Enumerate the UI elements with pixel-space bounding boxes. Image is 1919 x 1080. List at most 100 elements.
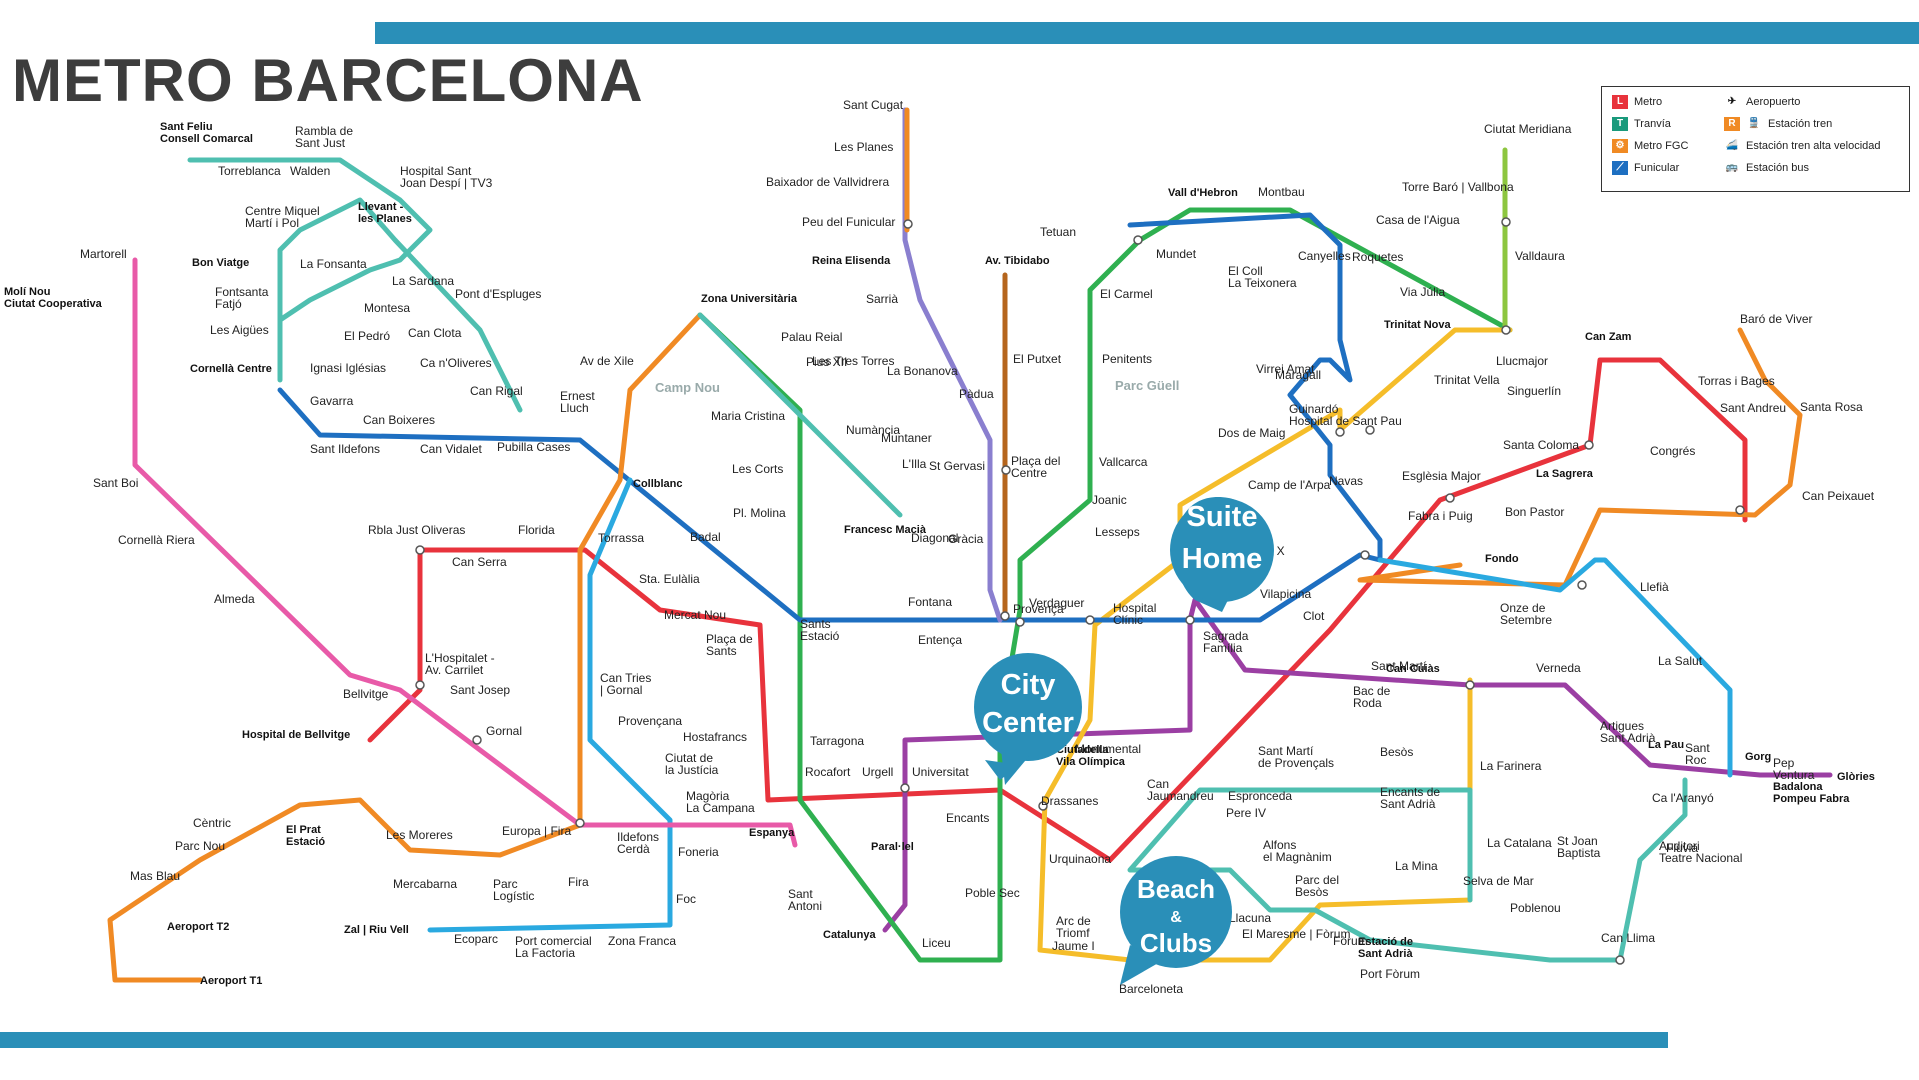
station-label: Reina Elisenda bbox=[812, 255, 891, 267]
station-label: Diagonal bbox=[911, 531, 958, 545]
station-label: La Sardana bbox=[392, 274, 454, 288]
station-label: L'Illa bbox=[902, 457, 927, 471]
station-label: Ca n'Oliveres bbox=[420, 356, 492, 370]
station-label: El Putxet bbox=[1013, 352, 1062, 366]
station-label: Via Júlia bbox=[1400, 285, 1445, 299]
station-label: Sant Martí bbox=[1371, 659, 1427, 673]
pin-city-center-line2: Center bbox=[982, 707, 1074, 739]
station-dot bbox=[1185, 615, 1195, 625]
station-dot bbox=[575, 818, 585, 828]
legend-metro: L Metro bbox=[1612, 95, 1662, 109]
station-label: Florida bbox=[518, 523, 555, 537]
station-label: Pius XII bbox=[806, 355, 847, 369]
station-label: Tarragona bbox=[810, 734, 864, 748]
station-label: El Maresme | Fòrum bbox=[1242, 927, 1350, 941]
station-label: Pàdua bbox=[959, 387, 994, 401]
station-label: Aeroport T1 bbox=[200, 975, 262, 987]
station-label: Poblenou bbox=[1510, 901, 1561, 915]
line-fgc-lilac bbox=[902, 107, 1003, 623]
station-label: Selva de Mar bbox=[1463, 874, 1534, 888]
legend-estacion-tren: R 🚆 Estación tren bbox=[1724, 117, 1832, 131]
station-label: Bellvitge bbox=[343, 687, 389, 701]
station-label: El Carmel bbox=[1100, 287, 1153, 301]
line-l5 bbox=[277, 212, 1383, 623]
station-label: Urquinaona bbox=[1049, 852, 1111, 866]
legend-metro-fgc: ⚙ Metro FGC bbox=[1612, 139, 1688, 153]
station-label: Catalunya bbox=[823, 929, 876, 941]
legend-estacion-bus: 🚌 Estación bus bbox=[1725, 162, 1809, 174]
station-label: Cornellà Centre bbox=[190, 363, 272, 375]
station-label: Trinitat Nova bbox=[1384, 319, 1452, 331]
line-l2 bbox=[882, 597, 1833, 933]
station-label: La Sagrera bbox=[1536, 468, 1594, 480]
station-label: Vilapicina bbox=[1260, 587, 1311, 601]
station-dot bbox=[1085, 615, 1095, 625]
station-label: Zona Franca bbox=[608, 934, 676, 948]
station-label: Virrei Amat bbox=[1256, 362, 1315, 376]
station-label: Can Boixeres bbox=[363, 413, 435, 427]
station-label: Av de Xile bbox=[580, 354, 634, 368]
line-l3 bbox=[697, 207, 1513, 963]
station-label: Numància bbox=[846, 423, 900, 437]
station-label: Liceu bbox=[922, 936, 951, 950]
station-dot bbox=[903, 219, 913, 229]
station-label: Martorell bbox=[80, 247, 127, 261]
metro-swatch-icon: L bbox=[1612, 95, 1628, 109]
station-label: Penitents bbox=[1102, 352, 1152, 366]
station-label: Can Zam bbox=[1585, 331, 1632, 343]
station-label: Valldaura bbox=[1515, 249, 1565, 263]
station-label: Provença bbox=[1013, 602, 1064, 616]
station-label: Hostafrancs bbox=[683, 730, 747, 744]
station-label: Mas Blau bbox=[130, 869, 180, 883]
station-label: Zona Universitària bbox=[701, 293, 798, 305]
rail-swatch-icon: R bbox=[1724, 117, 1740, 131]
station-label: Esglèsia Major bbox=[1402, 469, 1481, 483]
station-dot bbox=[1015, 617, 1025, 627]
train-icon: 🚆 bbox=[1747, 118, 1761, 129]
station-label: Walden bbox=[290, 164, 330, 178]
station-label: Vallcarca bbox=[1099, 455, 1148, 469]
station-label: Can Peixauet bbox=[1802, 489, 1875, 503]
bottom-accent-bar bbox=[0, 1032, 1668, 1048]
station-label: El Pedró bbox=[344, 329, 390, 343]
station-label: Collblanc bbox=[633, 478, 683, 490]
station-label: Clot bbox=[1303, 609, 1325, 623]
station-label: Barceloneta bbox=[1119, 982, 1183, 996]
station-label: Espronceda bbox=[1228, 789, 1292, 803]
station-dot bbox=[415, 680, 425, 690]
station-label: Montbau bbox=[1258, 185, 1305, 199]
station-label: Can Llima bbox=[1601, 931, 1655, 945]
station-label: Roquetes bbox=[1352, 250, 1403, 264]
station-label: Mercat Nou bbox=[664, 608, 726, 622]
station-label: Badal bbox=[690, 530, 721, 544]
station-label: Fontana bbox=[908, 595, 952, 609]
station-dot bbox=[1445, 493, 1455, 503]
pin-suite-home-line1: Suite bbox=[1187, 501, 1258, 533]
station-label: Casa de l'Aigua bbox=[1376, 213, 1460, 227]
pin-city-center: City Center bbox=[974, 653, 1082, 785]
station-label: Can Serra bbox=[452, 555, 507, 569]
station-label: Besòs bbox=[1380, 745, 1413, 759]
station-label: Espanya bbox=[749, 827, 795, 839]
station-label: Muntaner bbox=[881, 431, 932, 445]
station-label: Santa Coloma bbox=[1503, 438, 1579, 452]
station-dot bbox=[1335, 427, 1345, 437]
station-label: Verdaguer bbox=[1029, 596, 1084, 610]
pin-beach-clubs: Beach & Clubs bbox=[1120, 856, 1232, 985]
